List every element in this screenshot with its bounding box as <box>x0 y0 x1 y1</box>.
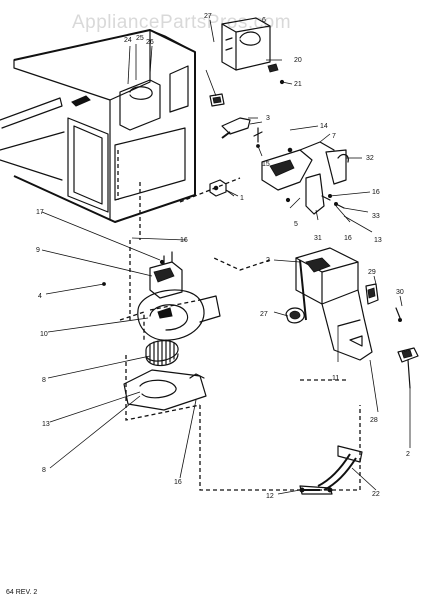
callout-14: 14 <box>320 123 328 130</box>
callout-13-b: 13 <box>42 421 50 428</box>
callout-33: 33 <box>372 213 380 220</box>
callout-16-b: 16 <box>344 235 352 242</box>
callout-16-d: 16 <box>174 479 182 486</box>
callout-4: 4 <box>38 293 42 300</box>
callout-16-c: 16 <box>180 237 188 244</box>
callout-22: 22 <box>372 491 380 498</box>
callout-16-a: 16 <box>372 189 380 196</box>
part-27-knob <box>285 307 305 324</box>
callout-10: 10 <box>40 331 48 338</box>
callout-32: 32 <box>366 155 374 162</box>
callout-7: 7 <box>332 133 336 140</box>
harness-part-3 <box>221 117 263 139</box>
callout-28: 28 <box>370 417 378 424</box>
callout-8-a: 8 <box>42 377 46 384</box>
callout-30: 30 <box>396 289 404 296</box>
part-30-screw <box>395 307 402 322</box>
callout-31: 31 <box>314 235 322 242</box>
watermark-text: AppliancePartsPros.com <box>72 12 291 33</box>
thermal-part-22 <box>205 69 225 107</box>
callout-5: 5 <box>294 221 298 228</box>
callout-29: 29 <box>368 269 376 276</box>
part-2-switch <box>397 347 419 389</box>
fan-motor-part-9 <box>149 251 183 299</box>
callout-21: 21 <box>294 81 302 88</box>
callout-20: 20 <box>294 57 302 64</box>
callout-15: 15 <box>262 161 270 168</box>
callout-24: 24 <box>124 37 132 44</box>
callout-11: 11 <box>332 375 339 382</box>
callout-17: 17 <box>36 209 44 216</box>
callout-1: 1 <box>240 195 244 202</box>
wire-harness-part-22 <box>299 445 363 495</box>
callout-12: 12 <box>266 493 274 500</box>
magnetron-part <box>221 17 285 85</box>
leader-lines <box>41 19 411 495</box>
callout-8-b: 8 <box>42 467 46 474</box>
footer-revision: 64 REV. 2 <box>6 589 37 596</box>
callout-13-a: 13 <box>374 237 382 244</box>
cabinet-assembly <box>0 29 196 223</box>
callout-labels: 24 25 26 27 6 20 21 3 14 7 15 32 16 1 5 … <box>36 13 410 500</box>
bracket-part-13 <box>123 369 207 411</box>
callout-27: 27 <box>204 13 212 20</box>
callout-25: 25 <box>136 35 144 42</box>
bracket-assembly-part-11 <box>295 247 373 361</box>
callout-9: 9 <box>36 247 40 254</box>
callout-26: 26 <box>146 39 154 46</box>
capacitor-assembly <box>261 141 349 215</box>
callout-6: 6 <box>262 17 266 24</box>
diode-part-15 <box>253 127 263 148</box>
callout-2-b: 2 <box>406 451 410 458</box>
callout-27-b: 27 <box>260 311 268 318</box>
fan-blade-part-8 <box>145 339 179 367</box>
fan-housing-part-10 <box>137 289 221 341</box>
part-29-latch <box>365 283 379 305</box>
callout-3: 3 <box>266 115 270 122</box>
callout-2-a: 2 <box>266 257 270 264</box>
